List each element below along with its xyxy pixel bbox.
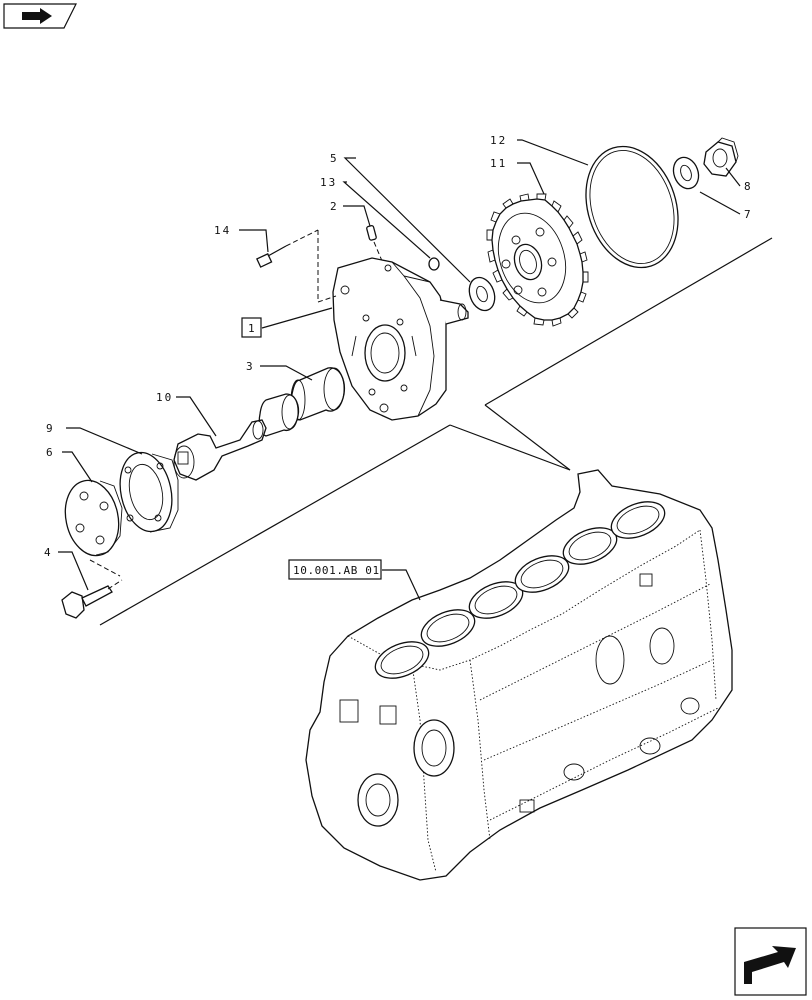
- washer: [672, 156, 700, 190]
- flange-ring: [119, 451, 179, 533]
- hex-bolt: [61, 559, 123, 619]
- gear: [486, 193, 589, 327]
- book-arrow-icon[interactable]: [3, 3, 77, 29]
- bolt-small: [256, 229, 337, 303]
- o-ring: [585, 145, 679, 269]
- reference-label: 10.001.AB 01: [293, 564, 380, 577]
- small-o-ring: [428, 257, 440, 271]
- callout-7: 7: [744, 208, 753, 221]
- callout-10: 10: [156, 391, 173, 404]
- hex-nut: [703, 137, 739, 177]
- callout-12: 12: [490, 134, 507, 147]
- callout-8: 8: [744, 180, 753, 193]
- spacer-washer: [468, 276, 496, 312]
- callout-4: 4: [44, 546, 53, 559]
- callout-14: 14: [214, 224, 231, 237]
- callout-2: 2: [330, 200, 339, 213]
- callout-3: 3: [246, 360, 255, 373]
- bushing-pair: [258, 367, 346, 437]
- callout-11: 11: [490, 157, 507, 170]
- pump-body: [332, 257, 469, 421]
- callout-labels: 12 11 5 13 2 14 3 10 9 6 4 8 7: [44, 134, 753, 559]
- next-page-arrow-icon[interactable]: [734, 927, 807, 996]
- pump-shaft: [173, 419, 267, 481]
- cylinder-bores: [374, 501, 666, 679]
- cover-plate: [64, 479, 123, 557]
- engine-block: [305, 469, 733, 881]
- reference-box[interactable]: 10.001.AB 01: [288, 559, 382, 580]
- callout-1: 1: [248, 322, 257, 335]
- separator-lines: [99, 237, 773, 626]
- callout-1-box[interactable]: 1: [241, 317, 262, 338]
- callout-6: 6: [46, 446, 55, 459]
- leader-lines: [58, 139, 741, 601]
- callout-5: 5: [330, 152, 339, 165]
- callout-9: 9: [46, 422, 55, 435]
- callout-13: 13: [320, 176, 337, 189]
- dowel-pin: [366, 225, 386, 269]
